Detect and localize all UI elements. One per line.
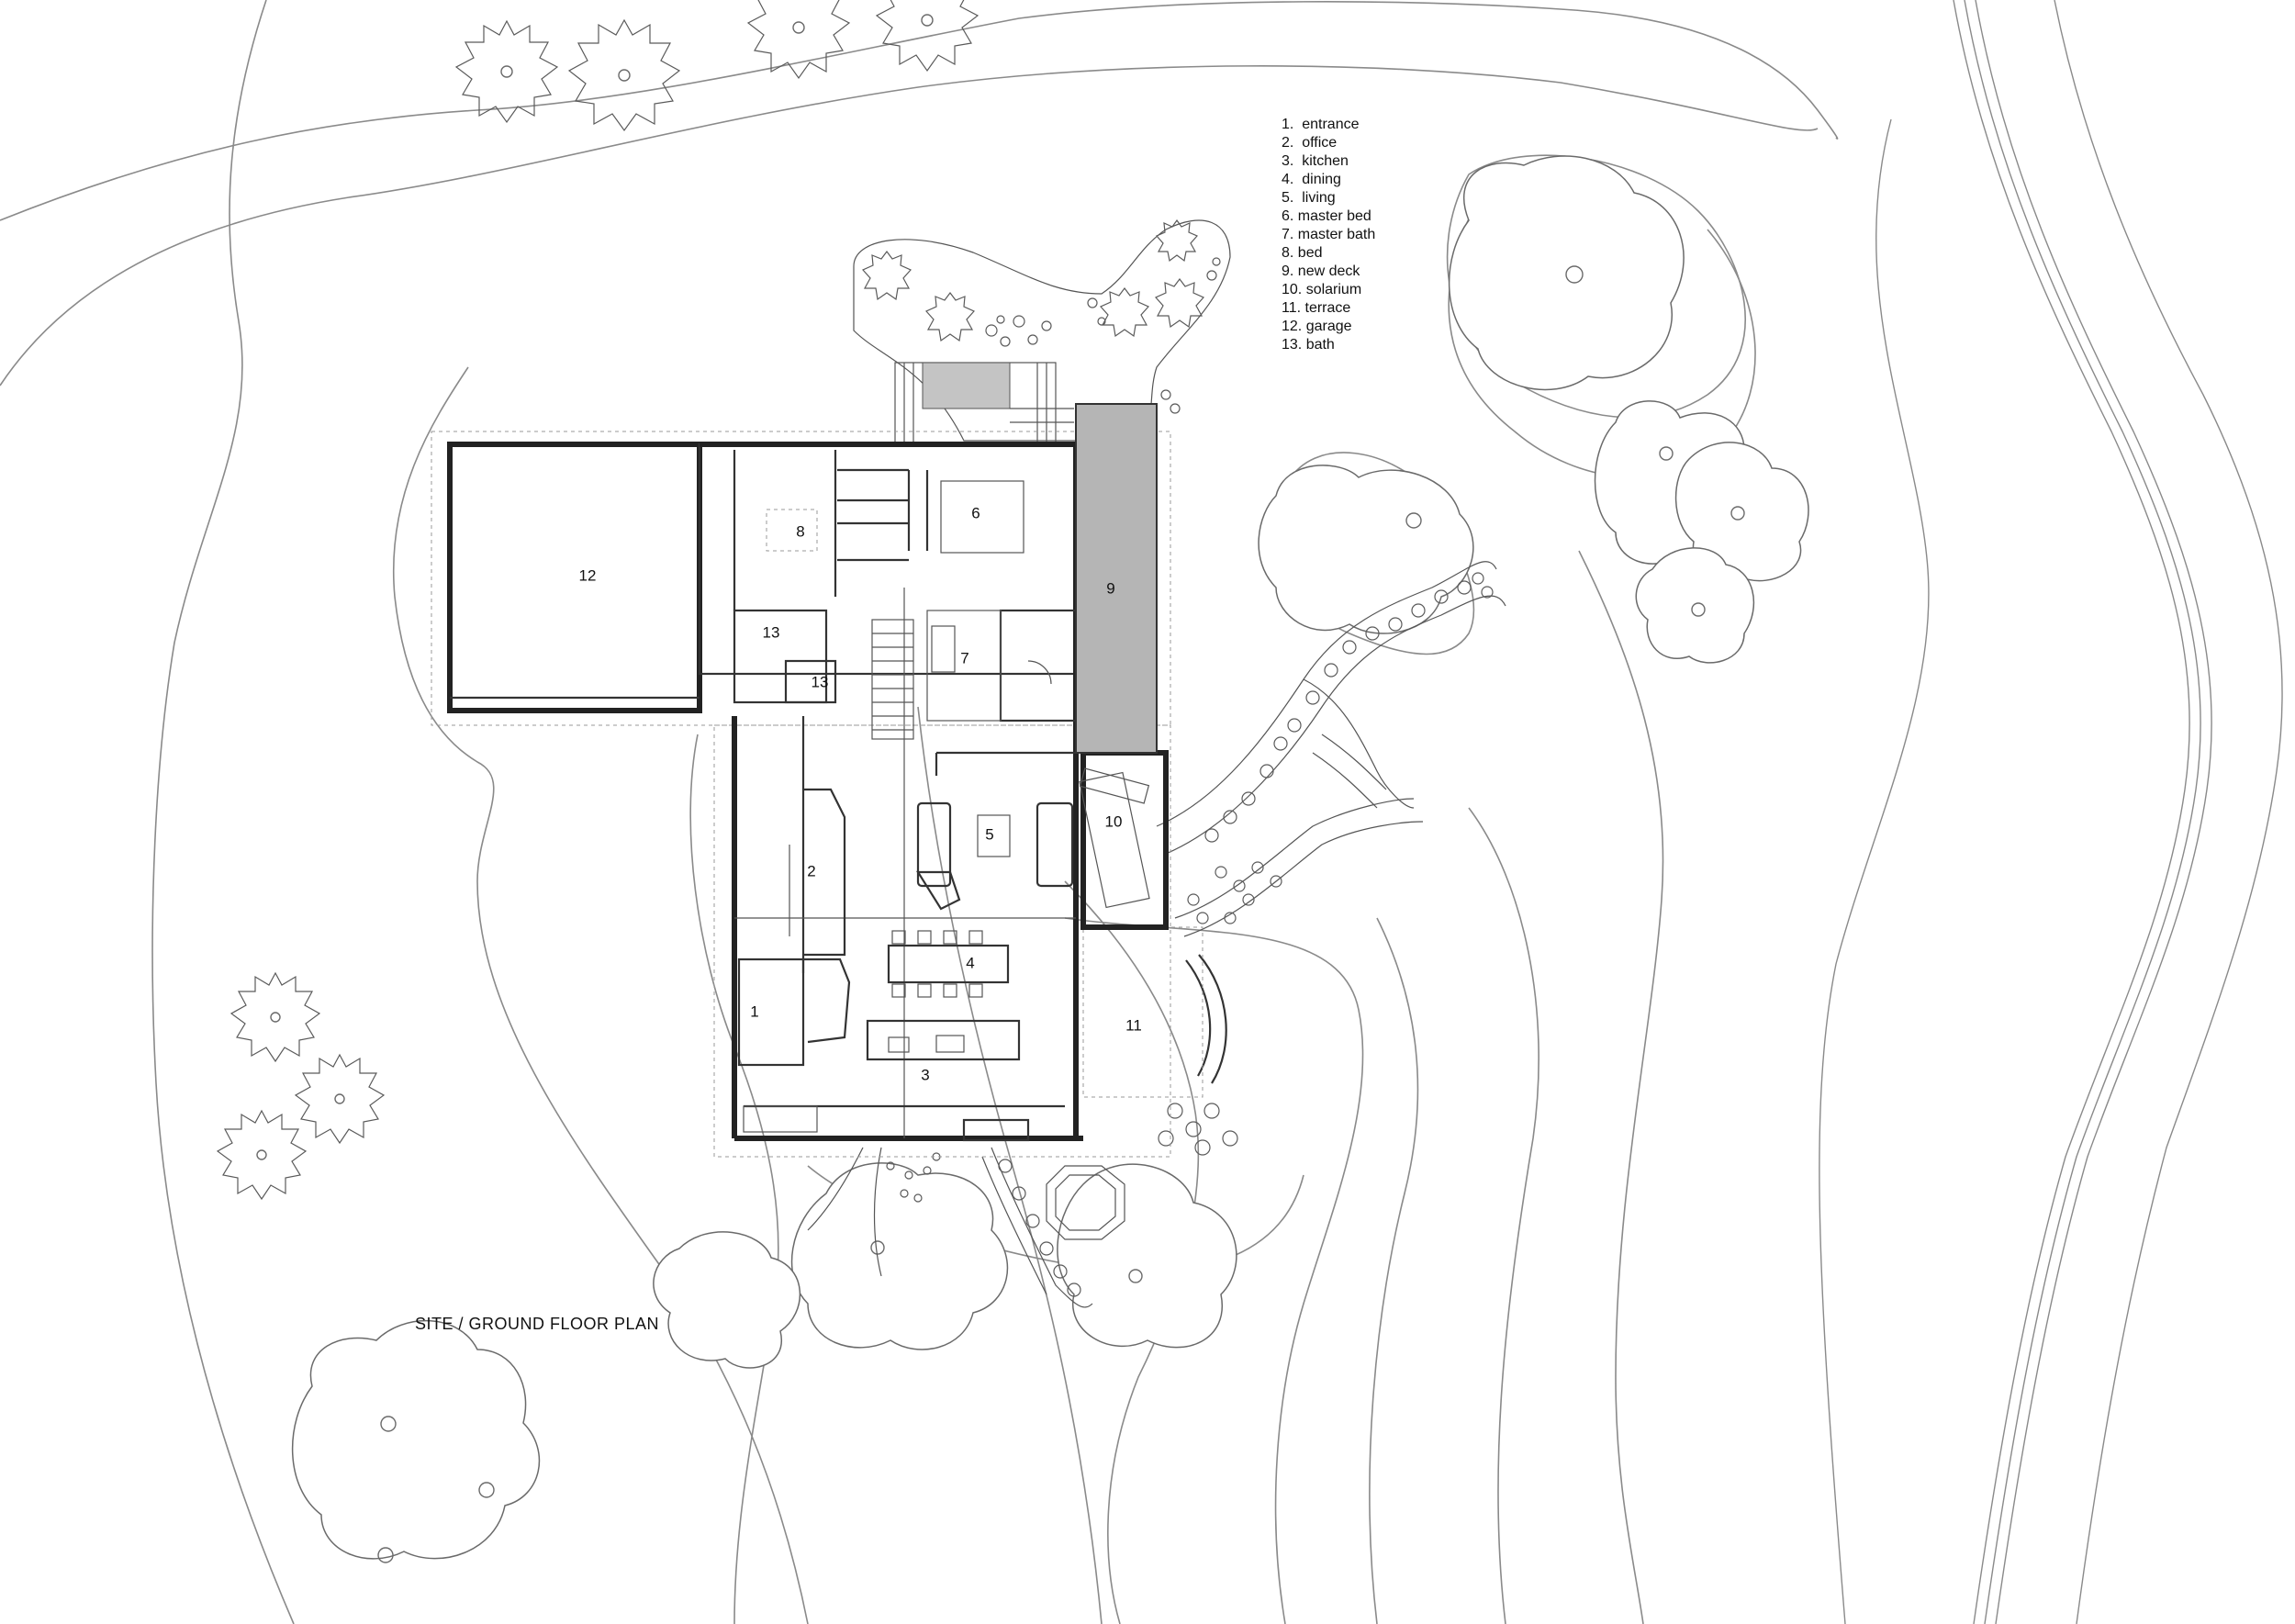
- legend-item: 5. living: [1282, 190, 1336, 206]
- creek-lines: [1819, 0, 2283, 1624]
- room-label-kitchen: 3: [921, 1066, 929, 1083]
- legend-item: 4. dining: [1282, 172, 1341, 187]
- walkway-plantings: [1187, 572, 1494, 924]
- spiky-trees: [216, 0, 980, 1201]
- legend-item: 2. office: [1282, 135, 1338, 151]
- east-walkway: [1156, 561, 1506, 937]
- legend-item: 8. bed: [1282, 245, 1323, 261]
- tree-canopies: [291, 155, 1809, 1563]
- room-label-bed: 8: [796, 522, 804, 540]
- room-label-master-bath: 7: [960, 649, 968, 666]
- garage-outline: [447, 442, 702, 713]
- legend-item: 12. garage: [1282, 319, 1352, 334]
- room-label-bath-a: 13: [763, 623, 780, 641]
- room-label-master-bed: 6: [971, 504, 980, 521]
- room-label-office: 2: [807, 862, 815, 879]
- spiky-tree: [875, 0, 980, 73]
- stair: [871, 619, 914, 740]
- spiky-tree: [216, 1109, 308, 1201]
- legend-item: 10. solarium: [1282, 282, 1362, 297]
- plan-title: SITE / GROUND FLOOR PLAN: [415, 1315, 660, 1333]
- legend-item: 3. kitchen: [1282, 153, 1349, 169]
- room-label-new-deck: 9: [1106, 579, 1114, 597]
- spiky-tree: [567, 18, 681, 132]
- terrace-wall: [1082, 926, 1227, 1098]
- north-steps: [894, 362, 1074, 446]
- room-label-bath-b: 13: [812, 673, 829, 690]
- spiky-tree: [294, 1053, 386, 1145]
- room-labels: 1 2 3 4 5 6 7 8 9 10 11 12 13 13: [579, 504, 1142, 1083]
- room-label-entrance: 1: [750, 1002, 758, 1020]
- house: [431, 403, 1171, 1158]
- north-garden-bed: [853, 218, 1231, 442]
- room-label-solarium: 10: [1105, 812, 1123, 830]
- deck: [1075, 403, 1158, 754]
- south-plantings: [807, 1103, 1238, 1308]
- legend-item: 7. master bath: [1282, 227, 1376, 242]
- room-label-garage: 12: [579, 566, 597, 584]
- room-legend: 1. entrance 2. office 3. kitchen 4. dini…: [1282, 116, 1375, 354]
- legend-item: 11. terrace: [1282, 300, 1351, 316]
- room-label-dining: 4: [966, 954, 974, 971]
- spiky-tree: [230, 971, 321, 1063]
- legend-item: 9. new deck: [1282, 263, 1360, 279]
- room-label-living: 5: [985, 825, 993, 843]
- spiky-tree: [746, 0, 851, 80]
- legend-item: 1. entrance: [1282, 117, 1360, 132]
- room-label-terrace: 11: [1125, 1016, 1142, 1034]
- legend-item: 6. master bed: [1282, 208, 1371, 224]
- spiky-tree: [454, 19, 559, 124]
- legend-item: 13. bath: [1282, 337, 1335, 353]
